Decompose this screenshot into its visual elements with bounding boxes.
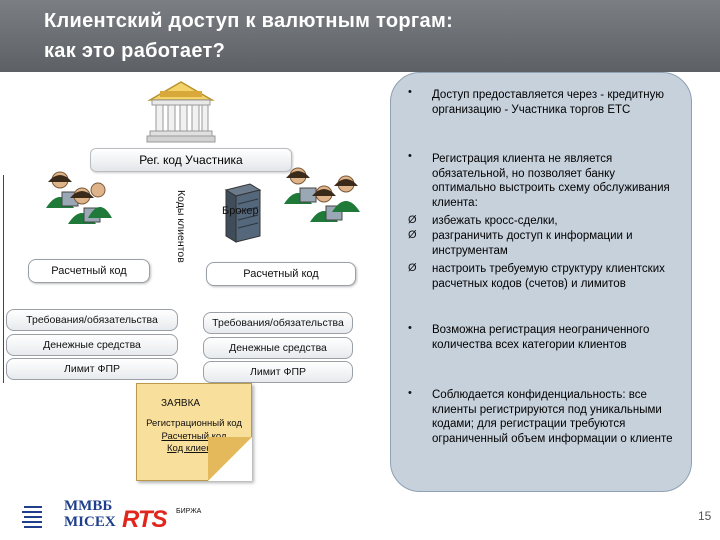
left-cash-row: Денежные средства [6,334,178,356]
info-bullet-3: Ø [408,214,417,226]
info-bullet-7: • [408,387,412,399]
clients-left-icon [46,171,112,224]
info-bullet-1: • [408,86,412,98]
info-bullet-2: • [408,150,412,162]
info-panel [390,72,692,492]
left-account-code-box: Расчетный код [28,259,150,283]
info-bullet-5: Ø [408,262,417,274]
micex-logo-line1: ММВБ [64,498,113,514]
page-number: 15 [698,509,712,523]
right-cash-row: Денежные средства [203,337,353,359]
rts-logo-subtitle: БИРЖА [176,508,202,515]
info-text-5: настроить требуемую структуру клиентских… [432,263,665,290]
right-fpr-limit-row: Лимит ФПР [203,361,353,383]
info-text-1: Доступ предоставляется через - кредитную… [432,89,665,116]
participant-reg-code-bar: Рег. код Участника [90,148,292,172]
rts-logo: RTS [122,506,168,533]
broker-server-icon [224,183,262,243]
right-obligations-row: Требования/обязательства [203,312,353,334]
info-text-3: избежать кросс-сделки, [432,215,558,227]
slide-header: Клиентский доступ к валютным торгам: как… [0,0,720,72]
info-bullet-6: • [408,322,412,334]
broker-label: Брокер [222,205,259,217]
order-note-reg-code: Регистрационный код [146,418,242,429]
info-text-7: Соблюдается конфиденциальность: все клие… [432,389,673,445]
left-obligations-row: Требования/обязательства [6,309,178,331]
slide-title-line-1: Клиентский доступ к валютным торгам: [44,10,454,32]
order-note-client-code: Код клиента [167,443,221,454]
bank-icon [146,81,216,143]
order-note-title: ЗАЯВКА [161,398,201,409]
info-bullet-4: Ø [408,229,417,241]
note-fold [208,437,252,481]
info-text-6: Возможна регистрация неограниченного кол… [432,324,650,351]
left-divider [3,175,4,383]
client-codes-label: Коды клиентов [175,189,187,263]
micex-emblem-icon [22,506,42,528]
slide-title-line-2: как это работает? [44,40,226,62]
order-note-account-code: Расчетный код [161,431,227,442]
micex-logo-line2: MICEX [64,514,116,530]
left-fpr-limit-row: Лимит ФПР [6,358,178,380]
info-text-4: разграничить доступ к информации и инстр… [432,230,633,257]
info-text-2: Регистрация клиента не является обязател… [432,153,670,209]
right-account-code-box: Расчетный код [206,262,356,286]
order-note: ЗАЯВКА Регистрационный код Расчетный код… [136,383,252,481]
micex-logo: ММВБ MICEX [22,498,116,534]
clients-right-icon [284,167,360,222]
